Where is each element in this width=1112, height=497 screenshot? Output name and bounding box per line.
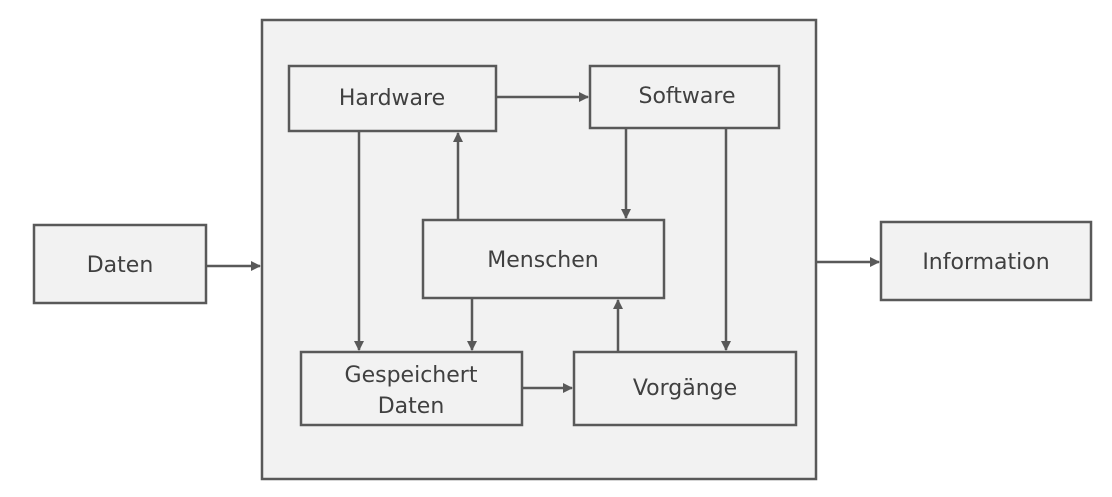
node-hardware: Hardware	[287, 64, 498, 133]
gespeichert-daten-box	[299, 350, 524, 427]
hardware-box	[287, 64, 498, 133]
node-software: Software	[588, 64, 781, 130]
daten-box	[32, 223, 208, 305]
node-gespeichert-daten: Gespeichert Daten	[299, 350, 524, 427]
menschen-label: Menschen	[487, 248, 598, 273]
node-daten: Daten	[32, 223, 208, 305]
gespeichert-label-line2: Daten	[378, 394, 445, 419]
node-vorgaenge: Vorgänge	[572, 350, 798, 427]
gespeichert-label-line1: Gespeichert	[345, 363, 478, 388]
information-box	[879, 220, 1093, 302]
vorgaenge-label: Vorgänge	[633, 376, 737, 401]
software-box	[588, 64, 781, 130]
hardware-label: Hardware	[339, 86, 445, 111]
node-information: Information	[879, 220, 1093, 302]
vorgaenge-box	[572, 350, 798, 427]
information-label: Information	[922, 250, 1049, 275]
software-label: Software	[639, 84, 736, 109]
node-menschen: Menschen	[421, 218, 666, 300]
daten-label: Daten	[87, 253, 154, 278]
menschen-box	[421, 218, 666, 300]
